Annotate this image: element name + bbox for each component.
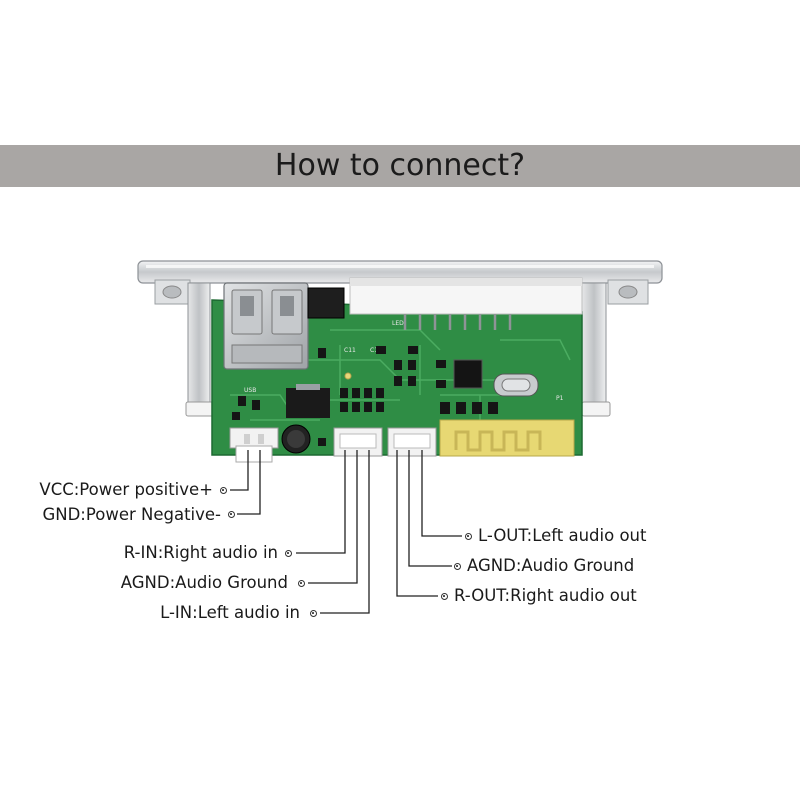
display-connector <box>349 277 583 330</box>
r-in-line <box>296 450 346 554</box>
label-l-out: L-OUT:Left audio out <box>478 526 647 545</box>
r-out-line <box>396 450 438 597</box>
agnd-in-line <box>308 450 358 584</box>
bluetooth-antenna <box>439 419 575 457</box>
l-out-pin-marker <box>465 533 472 540</box>
label-r-in: R-IN:Right audio in <box>123 543 278 562</box>
label-agnd-out: AGND:Audio Ground <box>467 556 635 575</box>
page-title: How to connect? <box>274 148 526 183</box>
agnd-in-pin-marker <box>298 580 305 587</box>
c11-marking: C11 <box>344 347 356 354</box>
gnd-line <box>237 450 261 515</box>
front-panel <box>137 260 663 417</box>
label-vcc: VCC:Power positive+ <box>39 480 213 499</box>
r-in-pin-marker <box>285 550 292 557</box>
l-out-line <box>421 450 462 537</box>
vcc-pin-marker <box>220 487 227 494</box>
label-l-in: L-IN:Left audio in <box>160 603 300 622</box>
leader-lines <box>230 450 462 614</box>
smd-components <box>232 287 539 454</box>
title-banner: How to connect? <box>0 145 800 187</box>
audio-out-connector <box>387 427 437 457</box>
r-out-pin-marker <box>441 593 448 600</box>
agnd-out-line <box>408 450 452 567</box>
usb-marking: USB <box>244 387 256 394</box>
audio-in-connector <box>333 427 383 457</box>
agnd-out-pin-marker <box>454 563 461 570</box>
p1-marking: P1 <box>556 395 564 402</box>
l-in-line <box>320 450 370 614</box>
label-agnd-in: AGND:Audio Ground <box>120 573 288 592</box>
usb-port <box>223 282 309 370</box>
led-marking: LED <box>392 320 404 327</box>
gnd-pin-marker <box>228 511 235 518</box>
label-gnd: GND:Power Negative- <box>42 505 221 524</box>
power-connector <box>229 427 279 463</box>
label-r-out: R-OUT:Right audio out <box>454 586 637 605</box>
l-in-pin-marker <box>310 610 317 617</box>
vcc-line <box>230 450 249 491</box>
